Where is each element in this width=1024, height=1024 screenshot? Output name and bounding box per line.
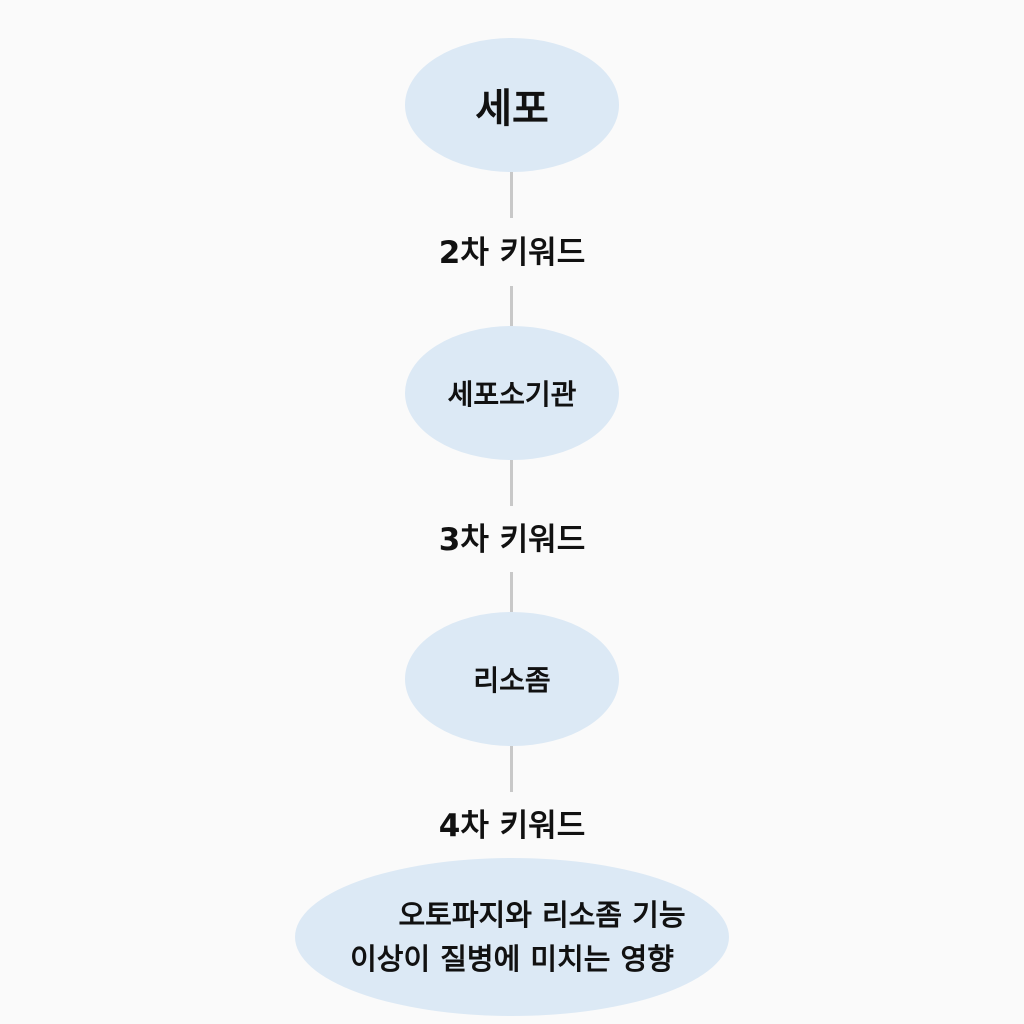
connector-line <box>510 172 513 218</box>
level-label-4: 4차 키워드 <box>438 808 586 844</box>
node-level-3: 리소좀 <box>405 612 619 746</box>
connector-line <box>510 572 513 612</box>
node-level-4-label-line-1: 오토파지와 리소좀 기능 <box>398 898 686 932</box>
node-level-2-label: 세포소기관 <box>447 378 577 411</box>
node-level-4-label-line-2: 이상이 질병에 미치는 영향 <box>350 942 674 976</box>
node-level-4: 오토파지와 리소좀 기능 이상이 질병에 미치는 영향 <box>295 858 729 1016</box>
connector-line <box>510 286 513 326</box>
level-label-3: 3차 키워드 <box>438 522 586 558</box>
node-level-2: 세포소기관 <box>405 326 619 460</box>
node-level-3-label: 리소좀 <box>473 664 551 697</box>
level-label-2: 2차 키워드 <box>438 235 586 271</box>
node-level-1-label: 세포 <box>475 86 549 132</box>
node-level-1: 세포 <box>405 38 619 172</box>
connector-line <box>510 460 513 506</box>
connector-line <box>510 746 513 792</box>
